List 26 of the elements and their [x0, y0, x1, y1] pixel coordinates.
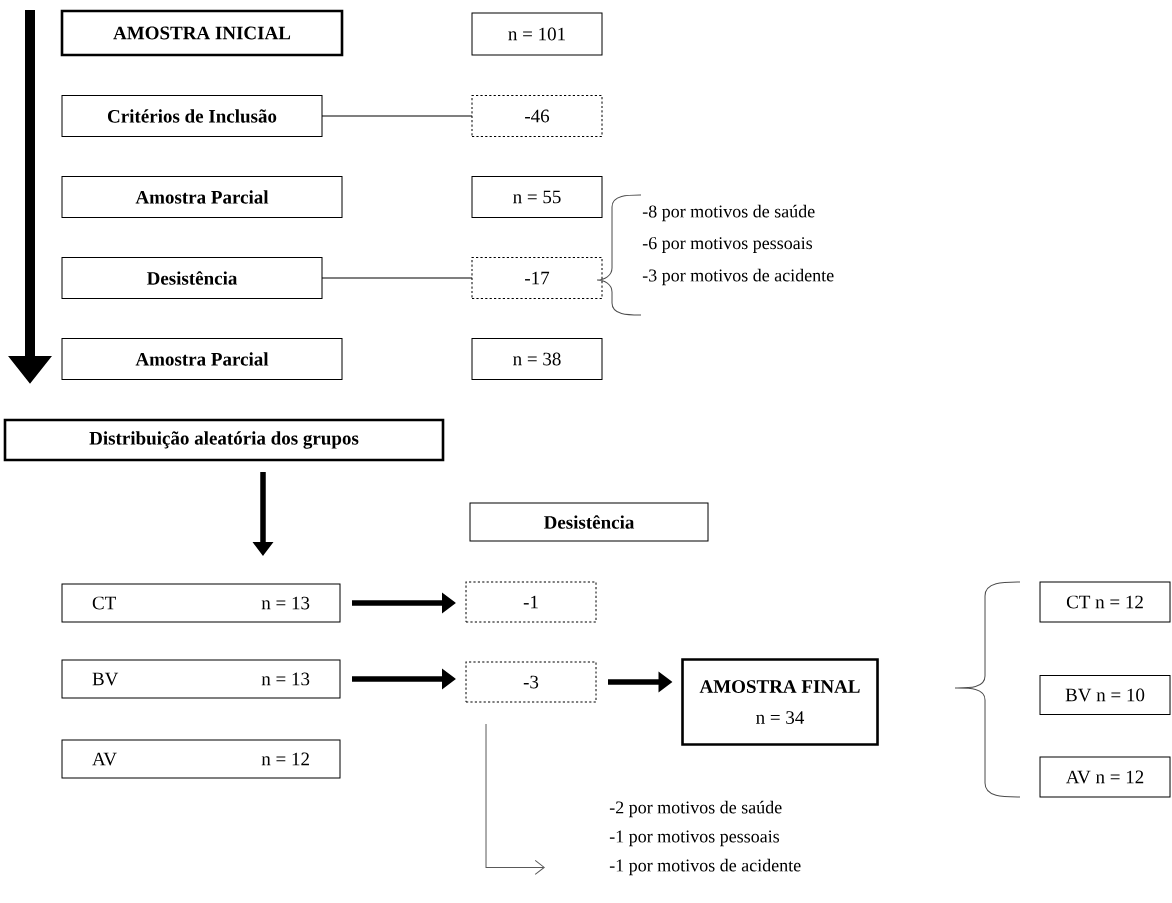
process-box: n = 55 [471, 176, 603, 218]
dropout-box: -3 [465, 661, 597, 703]
process-box: Amostra Parcial [61, 176, 343, 218]
process-box: AV n = 12 [61, 739, 341, 779]
process-box: Desistência [469, 502, 709, 542]
process-box: BV n = 13 [61, 659, 341, 699]
reason-list: -2 por motivos de saúde -1 por motivos pessoais -1 por motivos de acidente [609, 800, 801, 876]
reason-text: -8 por motivos de saúde [642, 204, 815, 222]
reason-text: -3 por motivos de acidente [642, 268, 834, 286]
dropout-box: -17 [471, 257, 603, 299]
process-box: CT n = 13 [61, 583, 341, 623]
dropout-box: -1 [465, 581, 597, 623]
process-box: Desistência [61, 257, 323, 299]
process-box: BV n = 10 [1039, 675, 1171, 715]
stage-box: AMOSTRA INICIAL [60, 9, 344, 57]
process-box: n = 101 [471, 12, 603, 56]
dropout-box: -46 [471, 95, 603, 137]
process-box: n = 38 [471, 338, 603, 380]
process-box: AV n = 12 [1039, 756, 1171, 798]
stage-box: Distribuição aleatória dos grupos [3, 418, 445, 462]
process-box: Critérios de Inclusão [61, 95, 323, 137]
arrow [485, 723, 545, 875]
stage-box: AMOSTRA FINAL n = 34 [681, 658, 879, 746]
process-box: Amostra Parcial [61, 338, 343, 380]
reason-text: -6 por motivos pessoais [642, 237, 813, 253]
process-box: CT n = 12 [1039, 581, 1171, 623]
